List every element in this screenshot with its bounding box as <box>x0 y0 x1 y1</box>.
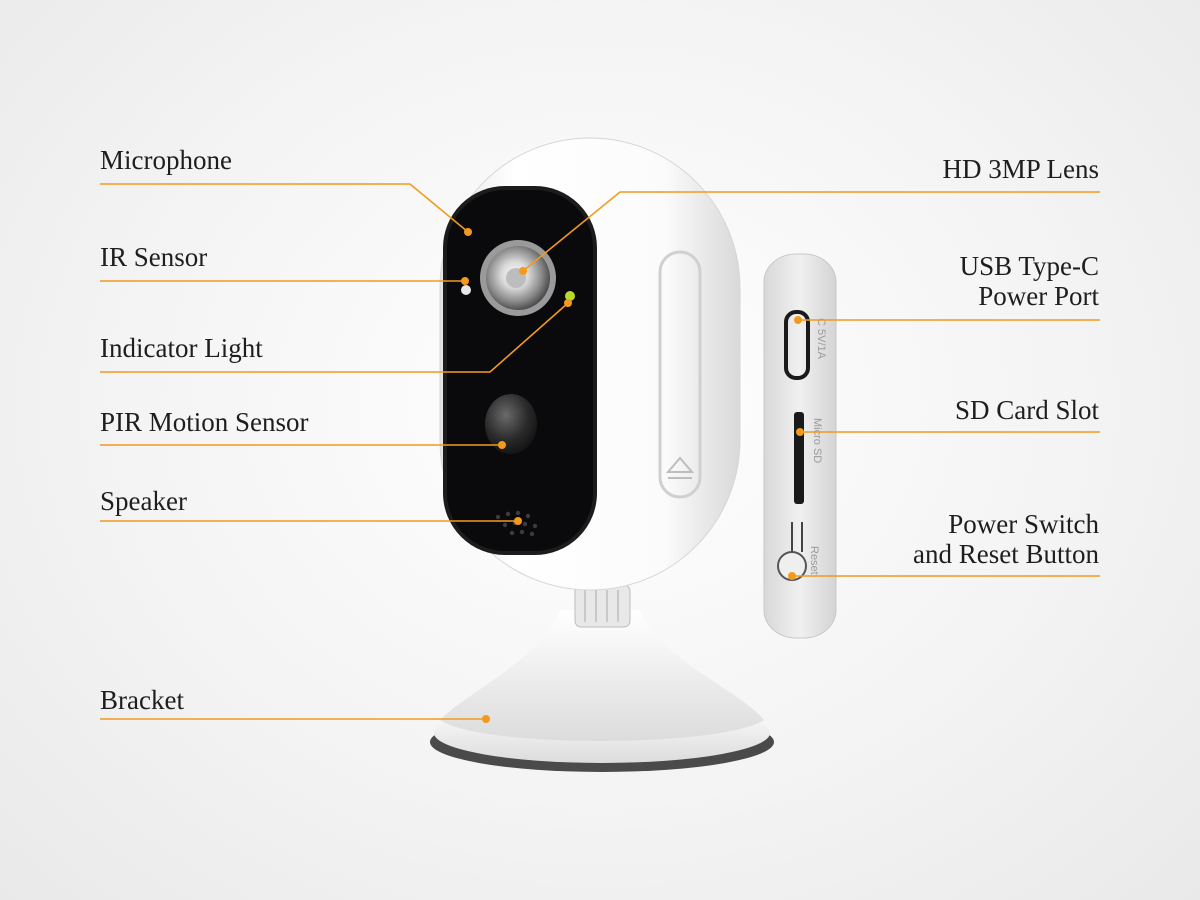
label-usb-port-line2: Power Port <box>978 281 1099 311</box>
sd-marking: Micro SD <box>811 418 823 463</box>
label-power-switch: Power Switch and Reset Button <box>913 509 1099 569</box>
leader-dots <box>461 228 804 723</box>
label-hd-lens: HD 3MP Lens <box>942 154 1099 184</box>
pir-sensor <box>485 394 537 454</box>
label-usb-port-line1: USB Type-C <box>959 251 1099 281</box>
side-groove <box>658 250 702 499</box>
label-ir-sensor: IR Sensor <box>100 242 208 272</box>
leader-lines <box>100 183 1100 720</box>
dot-bracket <box>482 715 490 723</box>
dot-hd-lens <box>519 267 527 275</box>
label-power-switch-line1: Power Switch <box>948 509 1099 539</box>
base-dome <box>440 610 764 741</box>
dot-pir-sensor <box>498 441 506 449</box>
sd-slot <box>794 412 804 504</box>
neck <box>574 584 631 628</box>
label-usb-port: USB Type-C Power Port <box>960 251 1099 311</box>
label-microphone: Microphone <box>100 145 232 175</box>
reset-keyhole <box>791 522 803 552</box>
dot-ir-sensor <box>461 277 469 285</box>
label-indicator-light: Indicator Light <box>100 333 263 363</box>
dot-usb-port <box>794 316 802 324</box>
camera-body <box>439 137 741 591</box>
bracket-group <box>430 584 774 772</box>
leader-indicator-light <box>100 302 569 373</box>
usb-marking: C 5V/1A <box>815 318 827 360</box>
eject-arrow-icon <box>665 456 695 479</box>
label-pir-motion-sensor: PIR Motion Sensor <box>100 407 309 437</box>
dot-sd-slot <box>796 428 804 436</box>
indicator-led <box>565 291 575 301</box>
speaker-grille <box>495 510 538 537</box>
usb-port <box>784 310 810 380</box>
dot-microphone <box>464 228 472 236</box>
leader-hd-lens <box>522 191 1100 272</box>
dot-power-switch <box>788 572 796 580</box>
ir-sensor-dot <box>461 285 471 295</box>
reset-marking: Reset <box>808 546 820 575</box>
label-bracket: Bracket <box>100 685 184 715</box>
label-power-switch-line2: and Reset Button <box>913 539 1099 569</box>
dot-speaker <box>514 517 522 525</box>
dot-indicator-light <box>564 299 572 307</box>
label-sd-card-slot: SD Card Slot <box>954 395 1099 425</box>
leader-microphone <box>100 183 469 233</box>
side-panel: C 5V/1A Micro SD Reset <box>763 253 837 639</box>
label-speaker: Speaker <box>100 486 187 516</box>
